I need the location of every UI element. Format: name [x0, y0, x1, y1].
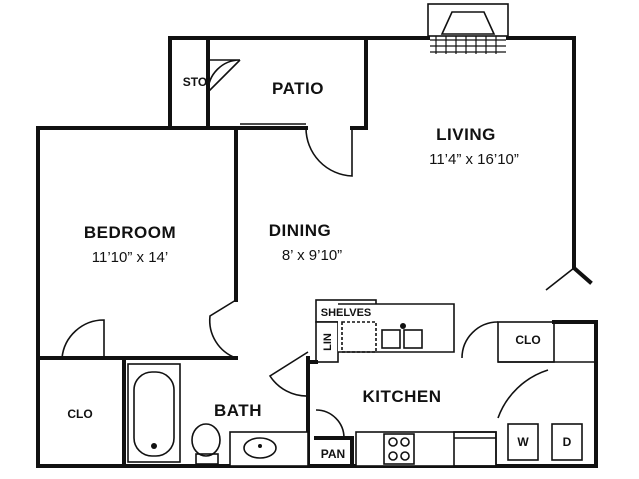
shelves-label: SHELVES	[321, 307, 372, 319]
dryer-label: D	[563, 435, 572, 449]
patio-label: PATIO	[272, 79, 324, 98]
linen-label: LIN	[322, 333, 334, 351]
washer-label: W	[517, 435, 529, 449]
bath-fixtures	[127, 363, 309, 467]
pantry-label: PAN	[321, 447, 345, 461]
bedroom-dims: 11’10” x 14’	[92, 249, 168, 266]
doors	[61, 59, 549, 439]
bath-label: BATH	[214, 401, 262, 420]
kitchen-label: KITCHEN	[362, 387, 441, 406]
living-closet-label: CLO	[515, 333, 540, 347]
kitchen-fixtures	[338, 303, 497, 467]
living-dims: 11’4” x 16’10”	[429, 151, 519, 168]
dining-dims: 8’ x 9’10”	[282, 247, 342, 264]
sto-label: STO	[183, 75, 207, 89]
bedroom-closet-label: CLO	[67, 407, 92, 421]
laundry-appliances	[507, 423, 583, 461]
living-label: LIVING	[436, 125, 496, 144]
interior-walls	[36, 126, 596, 468]
dining-label: DINING	[269, 221, 332, 240]
fireplace	[427, 3, 509, 54]
bedroom-label: BEDROOM	[84, 223, 176, 242]
